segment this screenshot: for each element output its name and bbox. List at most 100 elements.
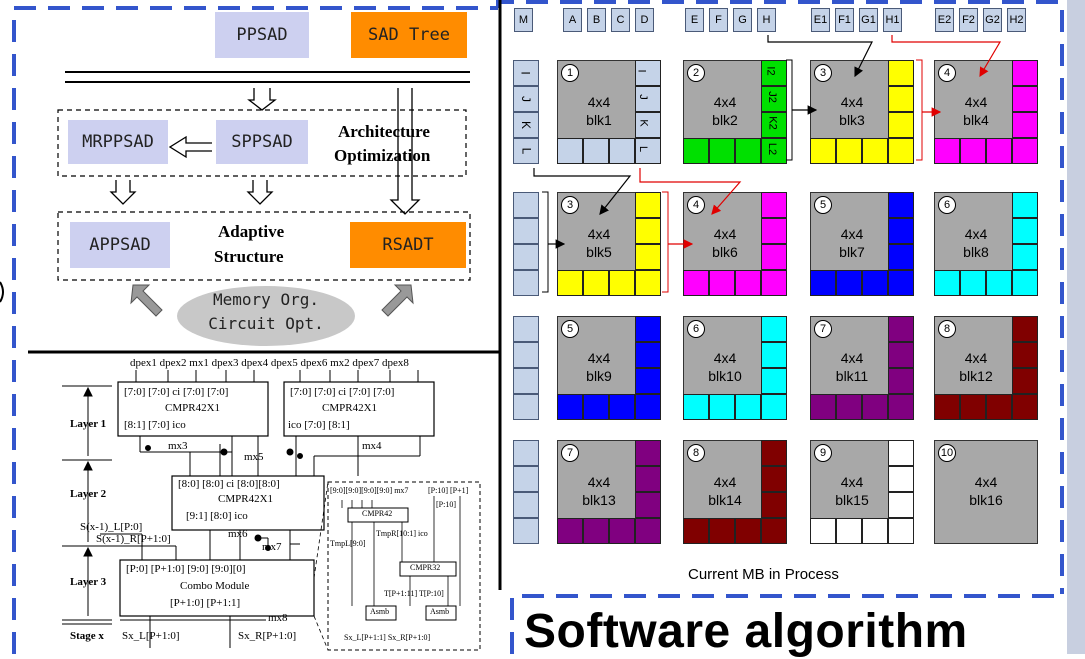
block-edge-pixel bbox=[1012, 60, 1038, 86]
rsadt-box: RSADT bbox=[350, 222, 466, 268]
block-label: blk5 bbox=[586, 244, 612, 260]
ref-pixel-top: A bbox=[563, 8, 582, 32]
cmpr2-out: ico [7:0] [8:1] bbox=[288, 419, 350, 431]
cmpr3-ports: [8:0] [8:0] ci [8:0][8:0] bbox=[178, 478, 280, 490]
ref-pixel-left bbox=[513, 518, 539, 544]
block-edge-pixel bbox=[1012, 86, 1038, 112]
ref-pixel-left bbox=[513, 192, 539, 218]
block-order-badge: 3 bbox=[814, 64, 832, 82]
ref-pixel-left: I bbox=[513, 60, 539, 86]
block-edge-pixel bbox=[888, 316, 914, 342]
block-edge-pixel bbox=[810, 518, 836, 544]
ref-pixel-top: E bbox=[685, 8, 704, 32]
block-order-badge: 9 bbox=[814, 444, 832, 462]
block-size: 4x4 bbox=[840, 226, 864, 242]
adaptive-line2: Structure bbox=[214, 247, 284, 266]
block-label: blk14 bbox=[708, 492, 742, 508]
block-edge-pixel bbox=[635, 192, 661, 218]
cmpr1-out: [8:1] [7:0] ico bbox=[124, 419, 186, 431]
ref-pixel-top: G bbox=[733, 8, 752, 32]
mx4-label: mx4 bbox=[362, 440, 382, 452]
detail-ports: [9:0][9:0][9:0][9:0] mx7 bbox=[330, 486, 409, 495]
block-order-badge: 6 bbox=[687, 320, 705, 338]
block-edge-pixel bbox=[862, 518, 888, 544]
block-edge-pixel bbox=[635, 440, 661, 466]
ref-pixel-left bbox=[513, 440, 539, 466]
block-edge-pixel bbox=[761, 218, 787, 244]
block-order-badge: 10 bbox=[938, 444, 956, 462]
block-edge-pixel bbox=[761, 244, 787, 270]
block-size: 4x4 bbox=[840, 474, 864, 490]
ref-pixel-top: D bbox=[635, 8, 654, 32]
block-edge-pixel: L bbox=[635, 138, 661, 164]
ref-pixel-left bbox=[513, 316, 539, 342]
block-edge-pixel: I bbox=[635, 60, 661, 86]
block-edge-pixel bbox=[635, 270, 661, 296]
combo-out: [P+1:0] [P+1:1] bbox=[170, 597, 241, 609]
ref-pixel-left bbox=[513, 244, 539, 270]
block-edge-pixel bbox=[888, 244, 914, 270]
block-edge-pixel bbox=[635, 368, 661, 394]
ref-pixel-top: M bbox=[514, 8, 533, 32]
layer3-label: Layer 3 bbox=[70, 576, 107, 588]
sad-tree-label: SAD Tree bbox=[368, 25, 450, 45]
block-edge-pixel bbox=[836, 518, 862, 544]
ref-pixel-top: H1 bbox=[883, 8, 902, 32]
block-edge-pixel: L2 bbox=[761, 138, 787, 164]
block-size: 4x4 bbox=[964, 94, 988, 110]
block-edge-pixel bbox=[888, 440, 914, 466]
detail-ports-right: [P:10] [P+1] bbox=[428, 486, 469, 495]
block-label: blk1 bbox=[586, 112, 612, 128]
block-edge-pixel bbox=[683, 138, 709, 164]
block-order-badge: 1 bbox=[561, 64, 579, 82]
detail-asmb2: Asmb bbox=[430, 607, 450, 616]
block-edge-pixel bbox=[557, 394, 583, 420]
block-edge-pixel bbox=[862, 138, 888, 164]
block-edge-pixel bbox=[888, 492, 914, 518]
block-order-badge: 2 bbox=[687, 64, 705, 82]
block-edge-pixel bbox=[557, 270, 583, 296]
block-edge-pixel bbox=[986, 270, 1012, 296]
block-order-badge: 6 bbox=[938, 196, 956, 214]
detail-cmpr32: CMPR32 bbox=[410, 563, 441, 572]
ref-pixel-top: E1 bbox=[811, 8, 830, 32]
block-edge-pixel bbox=[557, 138, 583, 164]
block-size: 4x4 bbox=[587, 350, 611, 366]
block-edge-pixel bbox=[836, 270, 862, 296]
cmpr1-ports: [7:0] [7:0] ci [7:0] [7:0] bbox=[124, 386, 229, 398]
block-order-badge: 7 bbox=[561, 444, 579, 462]
block-edge-pixel bbox=[888, 518, 914, 544]
arch-opt-line1: Architecture bbox=[338, 122, 430, 141]
block-edge-pixel bbox=[888, 218, 914, 244]
block-label: blk13 bbox=[582, 492, 616, 508]
block-edge-pixel bbox=[888, 112, 914, 138]
block-edge-pixel bbox=[761, 466, 787, 492]
mrppsad-box: MRPPSAD bbox=[68, 120, 168, 164]
block-edge-pixel bbox=[735, 138, 761, 164]
rsadt-label: RSADT bbox=[382, 235, 434, 255]
sl-label: S(x-1)_L[P:0] bbox=[80, 521, 143, 533]
ref-pixel-top: C bbox=[611, 8, 630, 32]
block-size: 4x4 bbox=[964, 226, 988, 242]
block-size: 4x4 bbox=[840, 350, 864, 366]
block-edge-pixel bbox=[934, 270, 960, 296]
block-edge-pixel bbox=[888, 466, 914, 492]
detail-tmpr: TmpR[10:1] ico bbox=[376, 529, 428, 538]
block-edge-pixel bbox=[735, 518, 761, 544]
block-edge-pixel bbox=[709, 394, 735, 420]
block-size: 4x4 bbox=[713, 94, 737, 110]
arch-connectors bbox=[57, 71, 471, 346]
block-arrows bbox=[533, 35, 1002, 293]
detail-cmpr42: CMPR42 bbox=[362, 509, 393, 518]
block-order-badge: 4 bbox=[687, 196, 705, 214]
block-edge-pixel bbox=[1012, 394, 1038, 420]
block-label: blk7 bbox=[839, 244, 865, 260]
block-edge-pixel bbox=[635, 466, 661, 492]
block-edge-pixel bbox=[761, 368, 787, 394]
detail-p10: [P:10] bbox=[436, 500, 456, 509]
block-label: blk8 bbox=[963, 244, 989, 260]
ref-pixel-top: F bbox=[709, 8, 728, 32]
sppsad-label: SPPSAD bbox=[231, 132, 293, 152]
block-edge-pixel bbox=[1012, 316, 1038, 342]
